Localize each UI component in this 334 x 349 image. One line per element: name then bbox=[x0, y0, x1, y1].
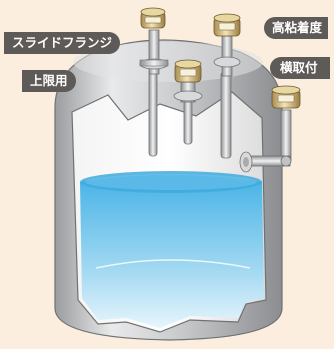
probe-rod bbox=[183, 99, 193, 145]
label-slide-flange: スライドフランジ bbox=[4, 32, 121, 54]
level-switch-icon bbox=[173, 59, 203, 103]
probe-rod bbox=[220, 71, 232, 159]
level-switch-icon bbox=[239, 85, 301, 173]
label-high-viscosity: 高粘着度 bbox=[264, 17, 329, 39]
liquid bbox=[80, 175, 264, 328]
label-side-mount: 横取付 bbox=[270, 57, 330, 79]
label-upper-limit: 上限用 bbox=[22, 70, 76, 92]
probe-rod bbox=[148, 71, 158, 157]
level-switch-icon bbox=[213, 13, 241, 77]
level-switch-icon bbox=[139, 7, 169, 75]
